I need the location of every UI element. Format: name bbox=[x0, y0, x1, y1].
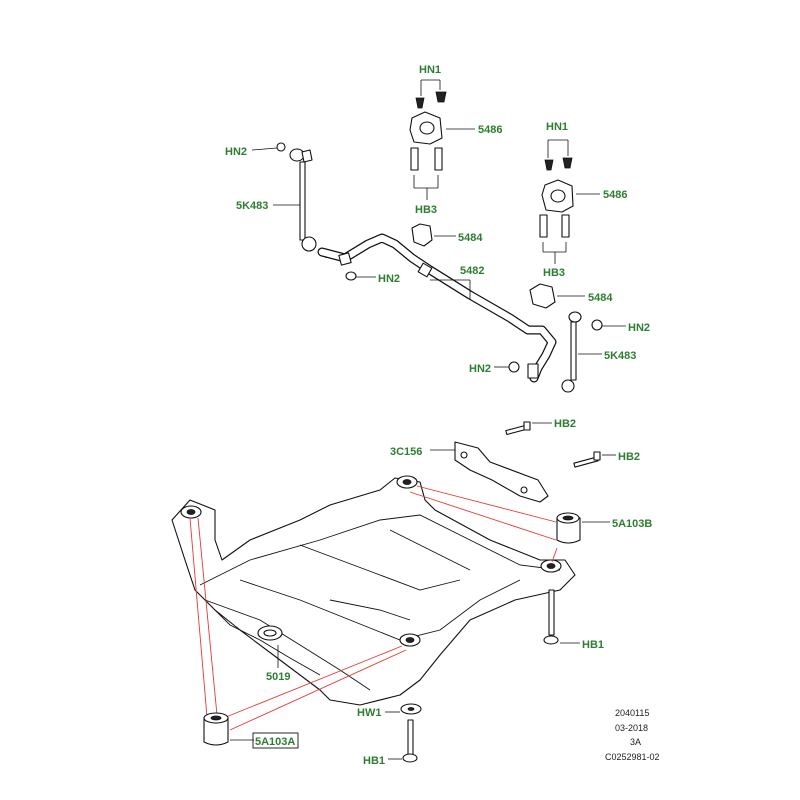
subframe-mount-rear-left bbox=[396, 475, 418, 489]
subframe-mount-front-right bbox=[399, 633, 421, 647]
label-5a103a-box bbox=[252, 732, 299, 749]
label-hw1: HW1 bbox=[357, 707, 381, 719]
reference-line-1: 2040115 bbox=[615, 708, 649, 718]
stabilizer-link-right bbox=[494, 311, 626, 393]
label-hn2-left-top: HN2 bbox=[225, 146, 247, 158]
label-5484-right: 5484 bbox=[588, 292, 613, 304]
stabilizer-bracket-assembly-left bbox=[409, 79, 475, 200]
subframe-washer bbox=[385, 703, 422, 715]
subframe-mount-front-left bbox=[180, 505, 202, 519]
label-hb3-top: HB3 bbox=[415, 204, 437, 216]
label-hn2-left-mid: HN2 bbox=[378, 273, 400, 285]
reference-line-4: C0252981-02 bbox=[605, 752, 660, 762]
stabilizer-link-left bbox=[251, 142, 327, 259]
label-hb3-right: HB3 bbox=[543, 267, 565, 279]
stabilizer-bar bbox=[317, 233, 557, 383]
subframe-bolt-bottom bbox=[388, 719, 418, 763]
label-5482: 5482 bbox=[460, 265, 484, 277]
subframe-bolt-right bbox=[543, 589, 580, 645]
label-5486-right: 5486 bbox=[603, 189, 627, 201]
label-5a103a: 5A103A bbox=[255, 736, 295, 748]
subframe-bushing-front bbox=[203, 712, 254, 746]
label-hb1-right: HB1 bbox=[582, 639, 604, 651]
reference-line-2: 03-2018 bbox=[615, 723, 648, 733]
subframe-bushing-rear bbox=[556, 512, 610, 544]
label-5k483-left: 5K483 bbox=[236, 200, 268, 212]
subframe-mount-rear-right bbox=[540, 559, 562, 573]
label-hn2-left-low: HN2 bbox=[469, 363, 491, 375]
label-hn1-top: HN1 bbox=[419, 64, 441, 76]
bracket-3c156 bbox=[430, 421, 616, 503]
label-hb2-right: HB2 bbox=[618, 451, 640, 463]
label-hb2-top: HB2 bbox=[554, 418, 576, 430]
stabilizer-bushing-right bbox=[529, 283, 585, 309]
label-5486-top: 5486 bbox=[478, 124, 502, 136]
label-5a103b: 5A103B bbox=[612, 518, 652, 530]
label-5484-left: 5484 bbox=[458, 232, 483, 244]
label-3c156: 3C156 bbox=[390, 446, 422, 458]
label-hn2-right: HN2 bbox=[628, 322, 650, 334]
label-hb1-bottom: HB1 bbox=[363, 755, 385, 767]
label-5019: 5019 bbox=[266, 671, 290, 683]
stabilizer-bushing-left bbox=[411, 223, 456, 247]
front-subframe bbox=[171, 477, 576, 706]
reference-line-3: 3A bbox=[630, 737, 641, 747]
stabilizer-bracket-assembly-right bbox=[539, 139, 600, 264]
bushing-leader-lines bbox=[189, 485, 558, 731]
label-5k483-right: 5K483 bbox=[604, 350, 636, 362]
label-hn1-right: HN1 bbox=[546, 121, 568, 133]
